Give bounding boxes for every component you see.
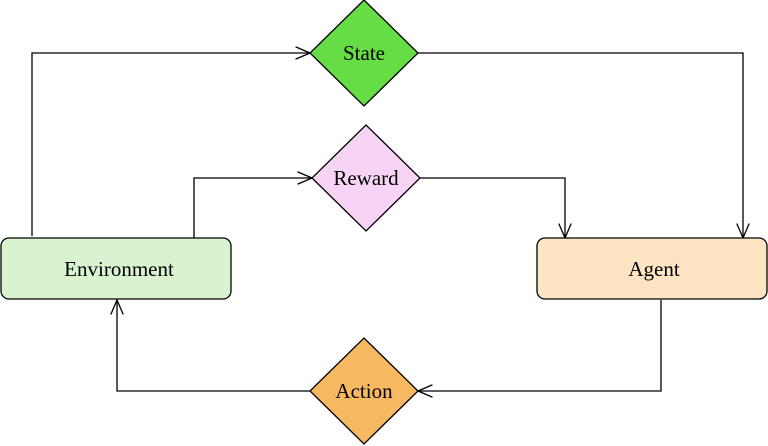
environment-label: Environment — [64, 257, 174, 281]
reward-diamond — [311, 124, 421, 232]
edge-agent-to-action — [417, 300, 662, 398]
state-label: State — [343, 41, 385, 65]
agent-label: Agent — [628, 257, 679, 281]
state-diamond — [309, 0, 419, 107]
edge-reward-to-agent — [420, 177, 572, 239]
edge-state-to-agent — [418, 52, 750, 239]
reward-label: Reward — [333, 166, 399, 190]
agent-box — [536, 237, 768, 300]
edge-environment-to-reward — [193, 171, 313, 238]
environment-node: Environment — [0, 237, 232, 300]
action-diamond — [309, 337, 419, 445]
edge-environment-to-state — [31, 46, 311, 236]
action-label: Action — [335, 379, 393, 403]
environment-box — [0, 237, 232, 300]
action-node: Action — [309, 337, 419, 445]
agent-node: Agent — [536, 237, 768, 300]
state-node: State — [309, 0, 419, 107]
edge-action-to-environment — [110, 299, 311, 392]
reward-node: Reward — [311, 124, 421, 232]
